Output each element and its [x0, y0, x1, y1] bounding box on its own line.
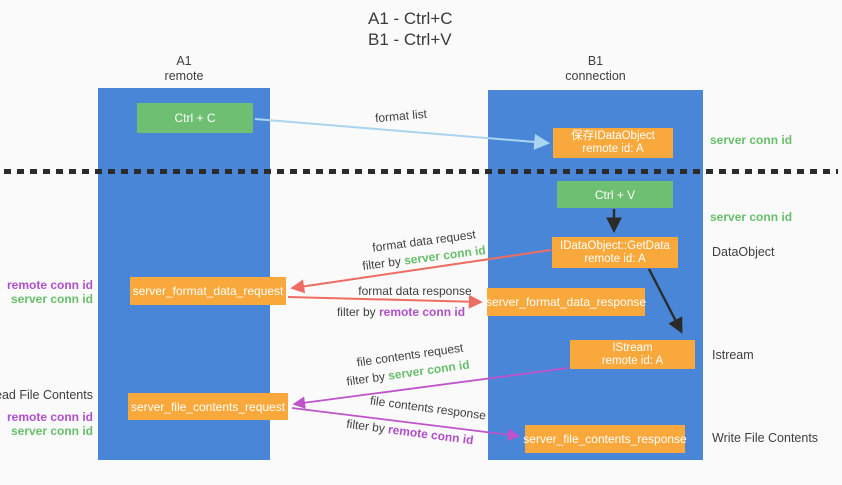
left-server-conn-id-2: server conn id: [10, 424, 93, 438]
remote-conn-id-text: remote conn id: [387, 422, 475, 448]
lane-b1-subtitle: connection: [565, 69, 626, 83]
label-filter-remote-conn-1: filter by remote conn id: [337, 305, 465, 319]
right-istream-label: Istream: [712, 348, 754, 362]
left-server-conn-id-1: server conn id: [10, 292, 93, 306]
node-format-response-label: server_format_data_response: [485, 295, 647, 309]
right-dataobject-label: DataObject: [712, 245, 775, 259]
label-filter-remote-conn-2: filter by remote conn id: [346, 417, 475, 448]
label-file-contents-response: file contents response: [369, 393, 487, 423]
node-getdata-line1: IDataObject::GetData: [560, 239, 670, 252]
node-server-format-data-response: server_format_data_response: [485, 288, 647, 316]
lane-b1-name: B1: [587, 54, 604, 68]
lane-header-a1: A1 remote: [98, 54, 270, 84]
node-file-request-label: server_file_contents_request: [130, 399, 286, 414]
node-save-line2: remote id: A: [582, 143, 644, 155]
node-ctrl-v-label: Ctrl + V: [594, 187, 636, 202]
node-save-line1: 保存IDataObject: [571, 130, 655, 142]
filter-by-text: filter by: [336, 305, 376, 319]
lane-header-b1: B1 connection: [488, 54, 703, 84]
dashed-separator: [4, 169, 838, 174]
node-getdata-line2: remote id: A: [584, 252, 646, 265]
filter-by-text: filter by: [345, 416, 386, 436]
node-ctrl-c-label: Ctrl + C: [174, 111, 216, 125]
node-save-idataobject: 保存IDataObject remote id: A: [553, 128, 673, 158]
right-server-conn-id-mid: server conn id: [710, 210, 793, 224]
label-format-list: format list: [374, 106, 428, 126]
right-write-file-contents-label: Write File Contents: [712, 431, 819, 445]
left-remote-conn-id-1: remote conn id: [6, 278, 93, 292]
left-read-file-contents-label: Read File Contents: [0, 388, 93, 402]
node-istream: IStream remote id: A: [570, 340, 695, 369]
node-istream-line2: remote id: A: [601, 354, 664, 367]
remote-conn-id-text: remote conn id: [379, 305, 466, 319]
lane-a1-subtitle: remote: [164, 69, 204, 83]
diagram-title: A1 - Ctrl+C B1 - Ctrl+V: [368, 8, 453, 50]
node-idataobject-getdata: IDataObject::GetData remote id: A: [552, 237, 678, 268]
left-remote-conn-id-2: remote conn id: [6, 410, 93, 424]
node-istream-line1: IStream: [612, 341, 653, 354]
node-file-response-label: server_file_contents_response: [523, 432, 687, 446]
node-format-request-label: server_format_data_request: [132, 284, 284, 298]
node-server-file-contents-response: server_file_contents_response: [523, 425, 687, 453]
right-server-conn-id-top: server conn id: [710, 133, 793, 147]
lane-a1-name: A1: [176, 54, 192, 68]
filter-by-text: filter by: [345, 369, 386, 389]
title-line-1: A1 - Ctrl+C: [368, 9, 453, 28]
filter-by-text: filter by: [361, 254, 402, 274]
node-ctrl-v: Ctrl + V: [557, 181, 673, 208]
node-ctrl-c: Ctrl + C: [137, 103, 253, 133]
node-server-file-contents-request: server_file_contents_request: [128, 393, 288, 420]
node-server-format-data-request: server_format_data_request: [130, 277, 286, 305]
label-format-data-response: format data response: [358, 284, 472, 298]
title-line-2: B1 - Ctrl+V: [368, 30, 452, 49]
